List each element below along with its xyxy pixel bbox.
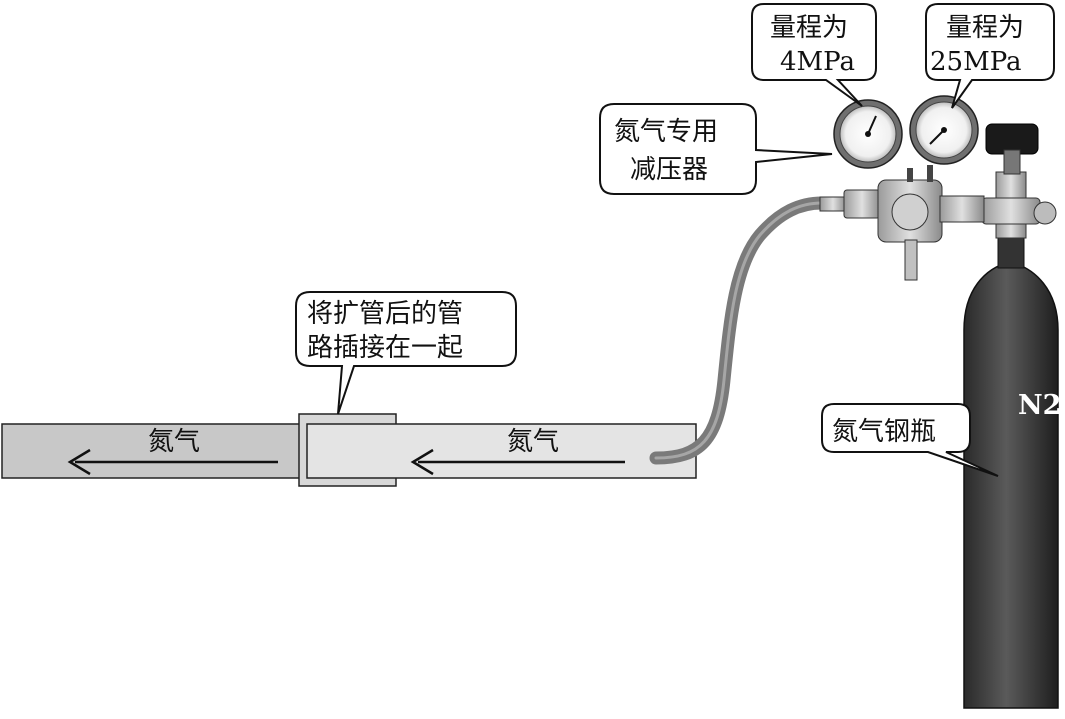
low-gauge-callout: 量程为 4MPa <box>751 3 877 107</box>
left-pipe: 氮气 <box>1 423 308 479</box>
rubber-hose <box>649 196 829 465</box>
high-gauge-callout-bubble <box>925 3 1055 109</box>
low-gauge-callout-line1: 量程为 <box>770 13 848 43</box>
cylinder-callout: 氮气钢瓶 <box>821 403 999 477</box>
nitrogen-cylinder: N2 <box>963 237 1061 709</box>
low-gauge-callout-line2: 4MPa <box>780 47 855 77</box>
left-pipe-label: 氮气 <box>148 427 200 457</box>
high-gauge-callout-line1: 量程为 <box>946 13 1024 43</box>
joint-callout-bubble <box>295 291 517 415</box>
right-flow-arrow-icon <box>410 448 434 476</box>
joint-callout-line1: 将扩管后的管 <box>307 299 463 329</box>
regulator-outlet-nut <box>843 189 881 219</box>
regulator-outlet-fitting <box>819 196 847 212</box>
left-flow-arrow-icon <box>67 448 91 476</box>
regulator-adjust-handle <box>904 239 918 281</box>
low-gauge-needle <box>867 115 877 135</box>
high-gauge-pivot <box>941 127 947 133</box>
joint-callout: 将扩管后的管 路插接在一起 <box>295 291 517 415</box>
cylinder-callout-bubble <box>821 403 999 477</box>
regulator-inlet-connector <box>939 195 985 223</box>
pressure-regulator <box>819 165 985 281</box>
left-pipe-body <box>1 423 308 479</box>
valve-stem <box>1003 149 1021 175</box>
regulator-callout: 氮气专用 减压器 <box>599 103 833 195</box>
cylinder-valve <box>981 123 1057 239</box>
high-gauge-needle <box>929 129 945 145</box>
high-gauge-callout: 量程为 25MPa <box>925 3 1055 109</box>
cylinder-callout-text: 氮气钢瓶 <box>832 417 936 447</box>
cylinder-neck <box>997 237 1025 269</box>
cylinder-body <box>963 261 1059 709</box>
regulator-callout-bubble <box>599 103 833 195</box>
low-pressure-gauge <box>833 99 903 169</box>
right-pipe-label: 氮气 <box>507 427 559 457</box>
joint-callout-line2: 路插接在一起 <box>307 333 463 363</box>
high-pressure-gauge <box>909 95 979 165</box>
hose-highlight <box>654 201 824 460</box>
regulator-callout-line2: 减压器 <box>630 155 708 185</box>
high-gauge-callout-line2: 25MPa <box>930 47 1022 77</box>
right-pipe: 氮气 <box>306 423 697 479</box>
right-pipe-body <box>306 423 697 479</box>
valve-cross <box>981 197 1041 225</box>
low-gauge-callout-bubble <box>751 3 877 107</box>
low-gauge-pivot <box>865 131 871 137</box>
regulator-callout-line1: 氮气专用 <box>614 117 718 147</box>
regulator-core <box>891 193 929 231</box>
cylinder-marking: N2 <box>1018 390 1061 421</box>
valve-side-nut <box>1033 201 1057 225</box>
